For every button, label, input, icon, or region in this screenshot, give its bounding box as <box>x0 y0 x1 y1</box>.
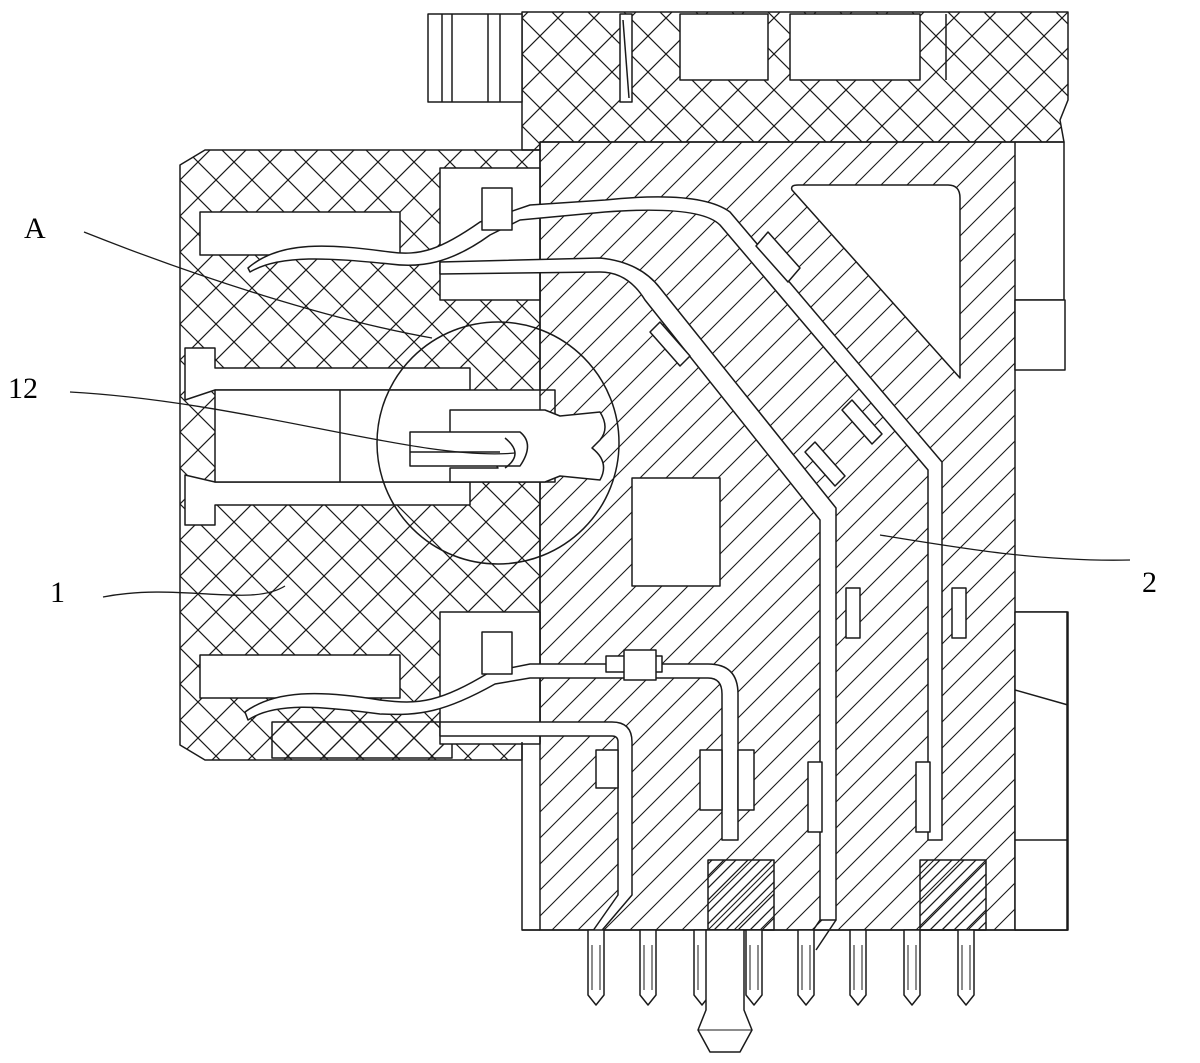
top-housing <box>427 11 1069 151</box>
leader-12 <box>69 391 516 455</box>
callout-12: 12 <box>8 372 38 405</box>
leader-2 <box>879 534 1131 561</box>
callout-a: A <box>24 212 46 245</box>
callout-2: 2 <box>1142 566 1157 599</box>
leader-lines <box>69 231 1131 598</box>
upper-contact-long <box>247 196 943 841</box>
detail-a-circle <box>376 321 620 565</box>
callout-1: 1 <box>50 576 65 609</box>
leader-1 <box>102 585 286 598</box>
left-housing-part-1 <box>179 149 556 761</box>
leader-a <box>83 231 433 339</box>
upper-contact-inner <box>439 257 837 921</box>
